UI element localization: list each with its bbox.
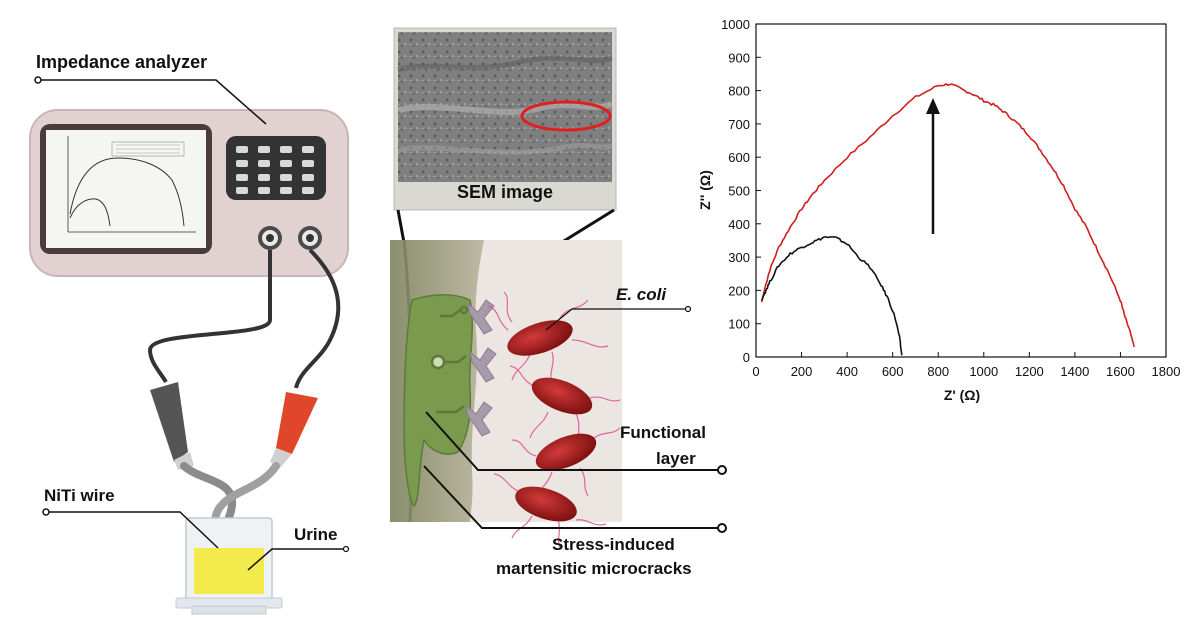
y-tick-label: 600 (728, 150, 750, 165)
clip-black (150, 382, 194, 470)
y-tick-label: 400 (728, 217, 750, 232)
device-screen (46, 130, 206, 248)
clip-red (270, 392, 318, 468)
x-tick-label: 0 (752, 364, 759, 379)
x-axis-ticks: 0 200 400 600 800 1000 1200 1400 1600 1800 (752, 352, 1180, 379)
series-line (762, 237, 902, 355)
label-ecoli: E. coli (616, 285, 667, 304)
label-functional-line1: Functional (620, 423, 706, 442)
plot-frame (756, 24, 1166, 357)
label-niti-wire: NiTi wire (44, 486, 115, 505)
label-stress-line1: Stress-induced (552, 535, 675, 554)
nyquist-chart: 0 100 200 300 400 500 600 700 800 900 1000 0 200 400… (697, 17, 1180, 403)
impedance-analyzer (30, 110, 348, 276)
y-tick-label: 1000 (721, 17, 750, 32)
x-tick-label: 600 (882, 364, 904, 379)
x-tick-label: 1200 (1015, 364, 1044, 379)
cross-section-schematic (390, 240, 622, 548)
label-urine: Urine (294, 525, 337, 544)
label-functional-line2: layer (656, 449, 696, 468)
x-tick-label: 200 (791, 364, 813, 379)
y-tick-label: 900 (728, 50, 750, 65)
sem-image-panel: SEM image (394, 28, 616, 210)
urine-liquid (194, 548, 264, 594)
y-tick-label: 700 (728, 117, 750, 132)
y-tick-label: 0 (743, 350, 750, 365)
y-tick-label: 500 (728, 184, 750, 199)
label-stress-line2: martensitic microcracks (496, 559, 692, 578)
y-tick-label: 300 (728, 250, 750, 265)
x-tick-label: 1600 (1106, 364, 1135, 379)
y-tick-label: 100 (728, 317, 750, 332)
y-axis-label: Z'' (Ω) (697, 170, 713, 210)
y-tick-label: 200 (728, 283, 750, 298)
series-layer (762, 84, 1134, 356)
x-tick-label: 1800 (1152, 364, 1181, 379)
x-tick-label: 800 (927, 364, 949, 379)
jack-right (298, 226, 322, 250)
growth-arrow (926, 98, 940, 234)
y-axis-ticks: 0 100 200 300 400 500 600 700 800 900 1000 (721, 17, 761, 365)
x-tick-label: 1000 (969, 364, 998, 379)
x-tick-label: 400 (836, 364, 858, 379)
y-tick-label: 800 (728, 84, 750, 99)
urine-cuvette (176, 518, 282, 614)
label-sem-image: SEM image (457, 182, 553, 202)
series-line (762, 84, 1134, 347)
label-impedance-analyzer: Impedance analyzer (36, 52, 207, 72)
x-axis-label: Z' (Ω) (944, 387, 980, 403)
x-tick-label: 1400 (1060, 364, 1089, 379)
jack-left (258, 226, 282, 250)
